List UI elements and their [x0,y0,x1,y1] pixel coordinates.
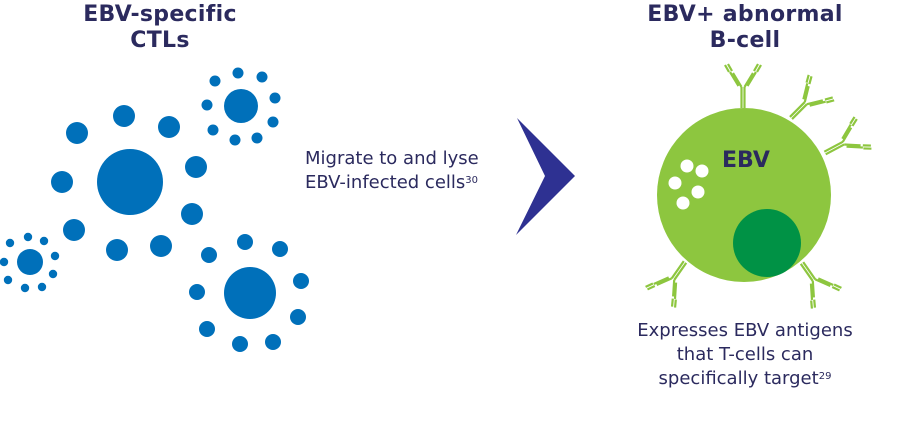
antibody-lower-left [645,260,688,308]
ctl-cell-bottom-right [189,234,309,352]
ctl-cell-top-right [201,67,281,146]
ctl-title-line2: CTLs [130,28,190,53]
reference-30: 30 [465,175,479,186]
antigen-caption-line3-text: specifically target [658,368,819,389]
ctl-title: EBV-specific CTLs [30,2,290,54]
migrate-caption-line1: Migrate to and lyse [305,148,479,169]
antibody-group [645,63,872,309]
ebv-particles [668,159,709,210]
antibody-top [724,63,762,108]
migrate-caption: Migrate to and lyse EBV-infected cells30 [305,147,535,195]
antigen-caption-line1: Expresses EBV antigens [637,320,853,341]
reference-29: 29 [818,371,832,382]
b-cell-nucleus [733,209,801,277]
antigen-caption: Expresses EBV antigens that T-cells can … [610,319,880,391]
migrate-caption-line2: EBV-infected cells30 [305,171,535,195]
antibody-upper-right [789,74,835,120]
ctl-cell-large [51,105,207,261]
b-cell-icon [657,108,831,282]
antibody-lower-right [799,261,842,309]
migrate-caption-line2-text: EBV-infected cells [305,172,466,193]
antibody-right [823,116,872,156]
bcell-title: EBV+ abnormal B-cell [610,2,880,54]
bcell-title-line1: EBV+ abnormal [647,2,843,27]
ctl-title-line1: EBV-specific [83,2,237,27]
antigen-caption-line3: specifically target29 [610,367,880,391]
antigen-caption-line2: that T-cells can [676,344,814,365]
ctl-cell-cluster-icon [0,67,309,352]
arrow-right-icon [516,118,575,235]
ctl-cell-bottom-left [0,232,60,293]
bcell-title-line2: B-cell [709,28,781,53]
ebv-label: EBV [722,148,770,173]
